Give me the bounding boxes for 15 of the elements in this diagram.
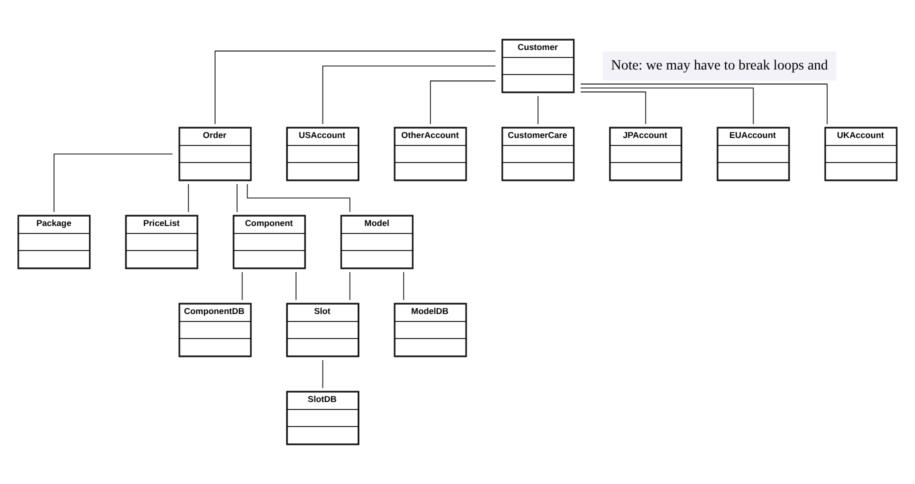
connector [580,84,828,125]
label: Note: we may have to break loops and [611,57,828,74]
connector [430,80,496,124]
connector [322,66,496,124]
connector [54,154,173,212]
connector [246,184,350,212]
connector [580,88,754,124]
connector [403,272,404,300]
connector [322,360,324,388]
connector [214,50,496,124]
connector [242,272,243,300]
connector [236,184,238,212]
connector [188,184,189,212]
connector [349,272,350,300]
connector [580,92,646,124]
